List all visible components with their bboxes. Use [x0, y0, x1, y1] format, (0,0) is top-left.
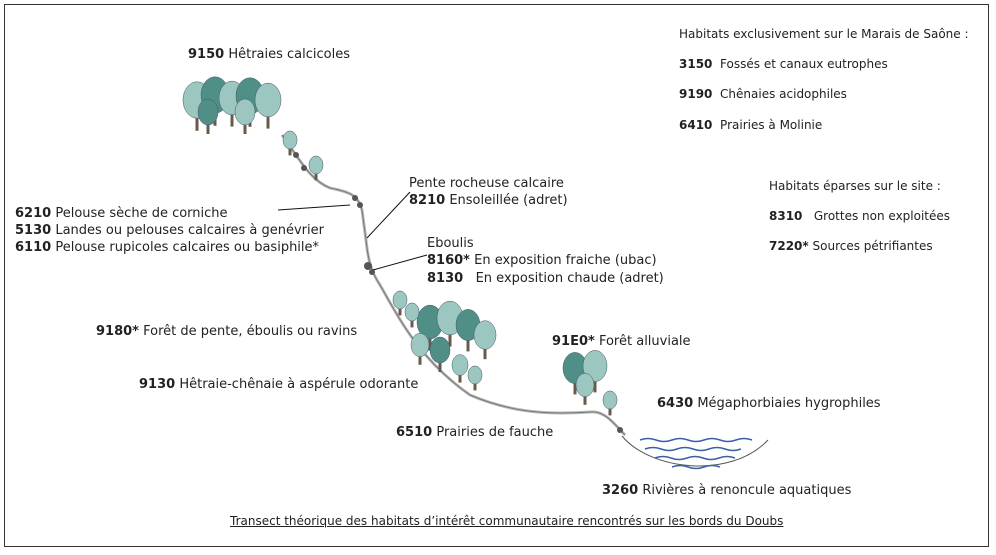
- leader-8210: [366, 191, 411, 239]
- tree-icon: [473, 320, 497, 350]
- legend-saone-item: 3150 Fossés et canaux eutrophes: [679, 57, 888, 71]
- tree-icon: [575, 373, 595, 397]
- tree-icon: [451, 354, 469, 376]
- tree-icon: [308, 155, 324, 175]
- label-3260: 3260 Rivières à renoncule aquatiques: [602, 483, 852, 498]
- label-8130: 8130 En exposition chaude (adret): [427, 271, 664, 286]
- label-5130: 5130 Landes ou pelouses calcaires à gené…: [15, 223, 324, 238]
- label-9130: 9130 Hêtraie-chênaie à aspérule odorante: [139, 377, 419, 392]
- legend-eparses-item: 8310 Grottes non exploitées: [769, 209, 951, 223]
- tree-icon: [410, 333, 430, 357]
- label-9180: 9180* Forêt de pente, éboulis ou ravins: [96, 324, 358, 339]
- tree-icon: [392, 290, 408, 310]
- diagram-frame: [4, 4, 989, 547]
- legend-eparses-title: Habitats éparses sur le site :: [769, 179, 941, 193]
- tree-icon: [282, 130, 298, 150]
- legend-saone-item: 9190 Chênaies acidophiles: [679, 87, 847, 101]
- label-91E0: 91E0* Forêt alluviale: [552, 334, 691, 349]
- label-eboulis-title: Eboulis: [427, 236, 474, 251]
- tree-icon: [197, 98, 219, 126]
- legend-saone-item: 6410 Prairies à Molinie: [679, 118, 823, 132]
- tree-icon: [429, 336, 451, 364]
- river: [621, 435, 769, 470]
- label-6110: 6110 Pelouse rupicoles calcaires ou basi…: [15, 240, 320, 255]
- legend-saone-title: Habitats exclusivement sur le Marais de …: [679, 27, 969, 41]
- legend-eparses-item: 7220* Sources pétrifiantes: [769, 239, 933, 253]
- tree-icon: [254, 82, 282, 118]
- tree-icon: [582, 350, 608, 382]
- label-9150: 9150 Hêtraies calcicoles: [188, 47, 350, 62]
- tree-icon: [404, 302, 420, 322]
- label-pente-title: Pente rocheuse calcaire: [409, 176, 564, 191]
- leader-6210: [277, 204, 351, 211]
- leader-eboulis: [372, 254, 428, 271]
- tree-icon: [602, 390, 618, 410]
- label-6510: 6510 Prairies de fauche: [396, 425, 554, 440]
- figure-caption: Transect théorique des habitats d’intérê…: [230, 514, 784, 528]
- label-8160: 8160* En exposition fraiche (ubac): [427, 253, 657, 268]
- rocks: [293, 152, 623, 433]
- tree-icon: [467, 365, 483, 385]
- label-6210: 6210 Pelouse sèche de corniche: [15, 206, 228, 221]
- label-8210: 8210 Ensoleillée (adret): [409, 193, 568, 208]
- label-6430: 6430 Mégaphorbiaies hygrophiles: [657, 396, 881, 411]
- tree-icon: [234, 98, 256, 126]
